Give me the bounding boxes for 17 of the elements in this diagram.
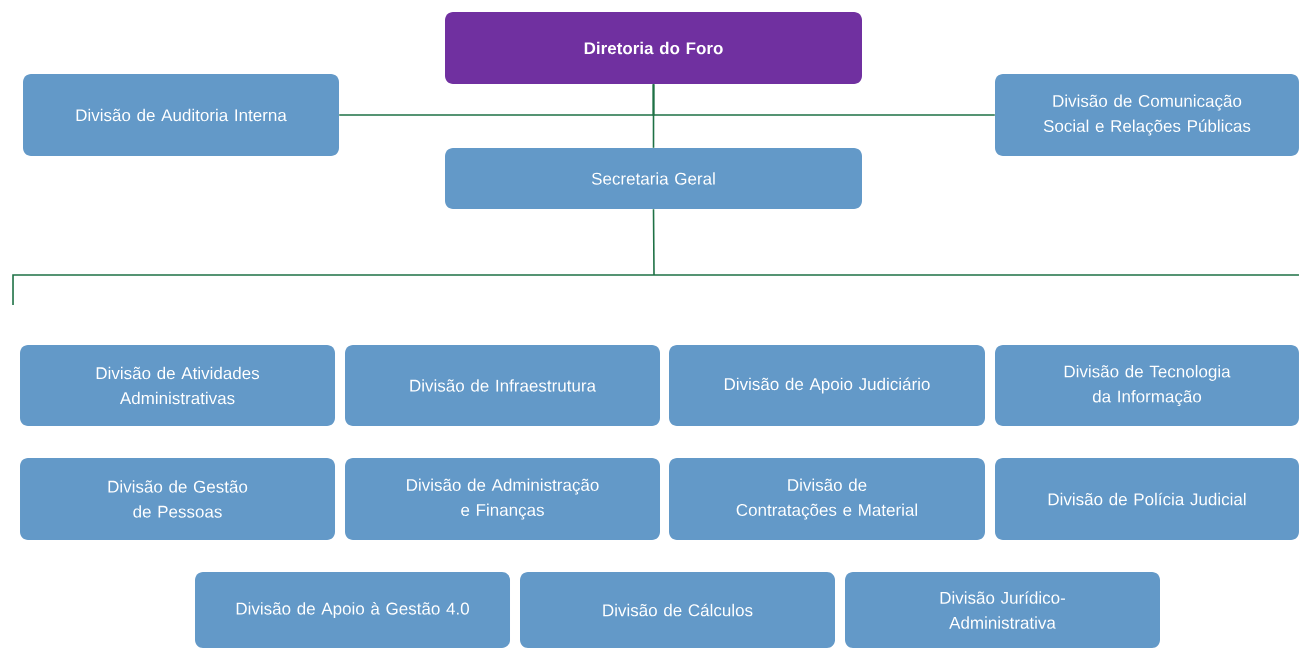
- division-box: Divisão de Atividades Administrativas: [20, 345, 335, 426]
- division-box: Divisão de Tecnologia da Informação: [995, 345, 1299, 426]
- division-box: Divisão de Apoio Judiciário: [669, 345, 985, 426]
- connector-line: [652, 83, 655, 149]
- division-box: Divisão de Gestão de Pessoas: [20, 458, 335, 540]
- division-box: Divisão de Administração e Finanças: [345, 458, 660, 540]
- division-box: Divisão de Contratações e Material: [669, 458, 985, 540]
- division-box: Divisão Jurídico-Administrativa: [845, 572, 1160, 648]
- division-box: Divisão de Auditoria Interna: [23, 74, 339, 156]
- division-box: Divisão de Polícia Judicial: [995, 458, 1299, 540]
- division-box: Divisão de Apoio à Gestão 4.0: [195, 572, 510, 648]
- division-box: Secretaria Geral: [445, 148, 862, 209]
- division-box: Divisão de Infraestrutura: [345, 345, 660, 426]
- division-box: Divisão de Cálculos: [520, 572, 835, 648]
- connector-line: [12, 208, 1299, 306]
- title-box: Diretoria do Foro: [445, 12, 862, 84]
- division-box: Divisão de Comunicação Social e Relações Públicas: [995, 74, 1299, 156]
